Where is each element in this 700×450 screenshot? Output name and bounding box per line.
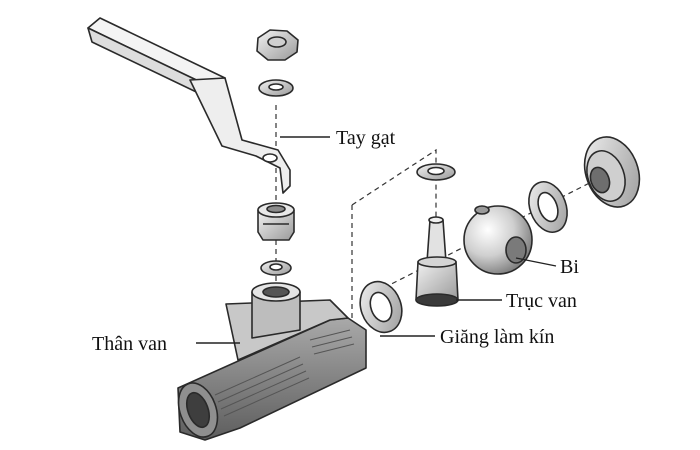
handle-lever: [87, 17, 291, 194]
hex-nut: [256, 29, 299, 61]
ball: [463, 205, 533, 275]
leader-lines: [196, 136, 557, 344]
washer-lower: [260, 260, 292, 276]
label-ball: Bi: [560, 256, 579, 278]
washer-top: [258, 79, 294, 97]
seat-ring-right: [528, 181, 568, 233]
label-handle: Tay gạt: [336, 127, 396, 149]
label-stem: Trục van: [506, 290, 577, 312]
end-cap: [583, 136, 641, 208]
washer-stem: [416, 163, 456, 181]
valve-body: [177, 282, 367, 441]
seal-ring: [359, 280, 403, 334]
label-body: Thân van: [92, 333, 167, 355]
label-seal: Giăng làm kín: [440, 326, 554, 348]
packing-nut: [257, 202, 295, 241]
valve-stem: [415, 216, 459, 307]
